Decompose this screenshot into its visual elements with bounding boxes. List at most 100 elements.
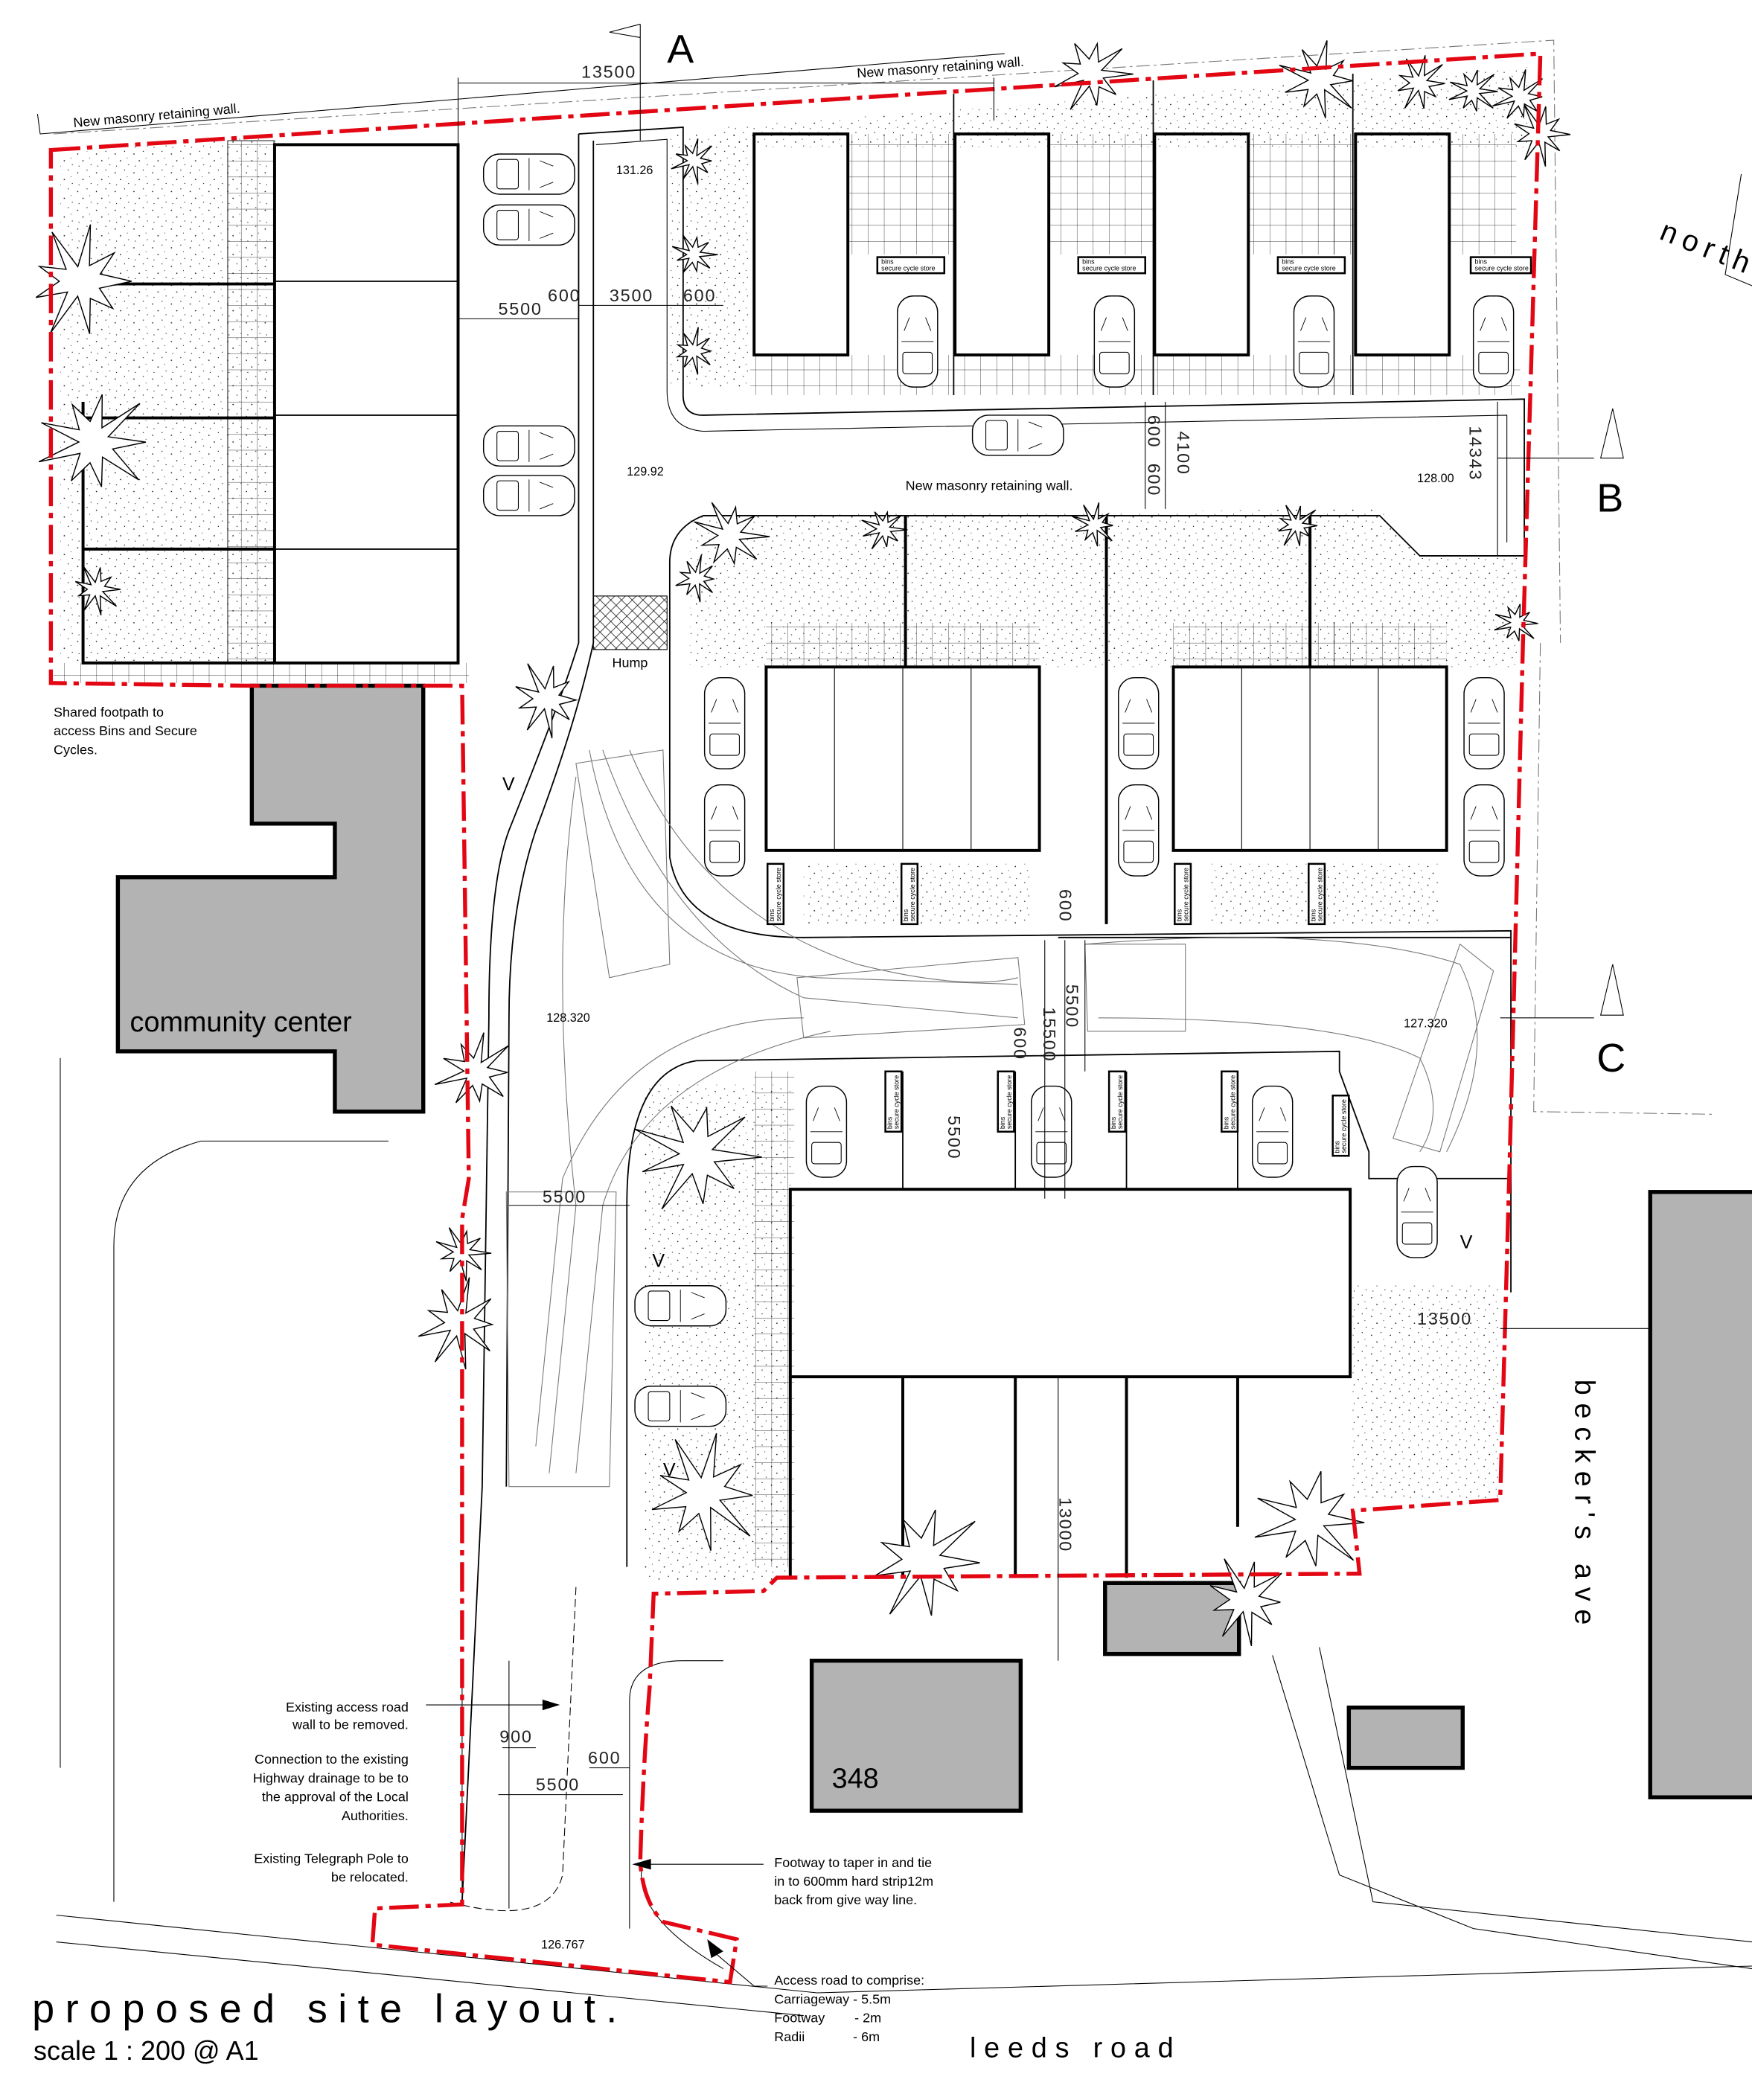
- svg-text:5500: 5500: [536, 1775, 580, 1794]
- car-icon: [971, 414, 1064, 456]
- svg-text:V: V: [652, 1251, 665, 1272]
- tree-icon: [515, 663, 578, 739]
- tree-icon: [675, 327, 713, 375]
- svg-text:Shared footpath to: Shared footpath to: [54, 705, 164, 720]
- svg-text:bins: bins: [1474, 258, 1487, 266]
- svg-text:Authorities.: Authorities.: [342, 1808, 409, 1823]
- context-lines: [36, 39, 1752, 2017]
- svg-text:secure cycle store: secure cycle store: [1340, 1099, 1348, 1153]
- parked-cars: [482, 153, 1515, 1427]
- access-wall-note: Existing access road wall to be removed.: [286, 1699, 560, 1732]
- svg-text:V: V: [502, 774, 515, 795]
- footpath-note: Shared footpath to access Bins and Secur…: [54, 705, 197, 757]
- svg-text:5500: 5500: [1063, 985, 1082, 1028]
- svg-text:Footway - 2m: Footway - 2m: [774, 2011, 881, 2026]
- car-icon: [634, 1386, 727, 1427]
- svg-text:bins: bins: [1110, 1116, 1117, 1129]
- tree-icon: [671, 234, 718, 273]
- svg-text:secure cycle store: secure cycle store: [909, 868, 916, 921]
- tree-icon: [74, 566, 121, 616]
- tree-icon: [434, 1032, 509, 1104]
- section-marker-a: A: [667, 28, 694, 72]
- car-icon: [1118, 676, 1160, 769]
- svg-text:126.767: 126.767: [541, 1939, 585, 1952]
- tree-icon: [694, 502, 770, 566]
- car-icon: [482, 425, 575, 467]
- svg-text:bins: bins: [1309, 909, 1317, 921]
- svg-text:128.320: 128.320: [546, 1011, 590, 1025]
- svg-text:secure cycle store: secure cycle store: [1006, 1075, 1013, 1129]
- svg-text:secure cycle store: secure cycle store: [1182, 868, 1189, 921]
- retaining-wall-note: New masonry retaining wall.: [73, 100, 241, 130]
- footway-note: Footway to taper in and tie in to 600mm …: [632, 1855, 933, 1907]
- trees: [35, 40, 1571, 1647]
- retaining-wall-note: New masonry retaining wall.: [906, 478, 1073, 493]
- svg-text:bins: bins: [886, 1116, 894, 1129]
- svg-text:600: 600: [548, 286, 581, 305]
- svg-text:in to 600mm hard strip12m: in to 600mm hard strip12m: [774, 1874, 933, 1889]
- tree-icon: [418, 1277, 494, 1370]
- existing-building: [1103, 1581, 1241, 1656]
- svg-text:5500: 5500: [944, 1115, 964, 1159]
- svg-text:secure cycle store: secure cycle store: [1282, 265, 1335, 272]
- leeds-road-label: leeds road: [970, 2032, 1181, 2064]
- tree-icon: [1254, 1470, 1365, 1566]
- tree-icon: [38, 394, 147, 487]
- community-center-label: community center: [130, 1007, 352, 1038]
- tree-icon: [1209, 1558, 1282, 1647]
- access-road-note: Access road to comprise: Carriageway - 5…: [707, 1939, 924, 2044]
- tree-icon: [1448, 69, 1498, 112]
- svg-text:13500: 13500: [1417, 1309, 1472, 1328]
- svg-text:4100: 4100: [1174, 432, 1193, 476]
- tree-icon: [634, 1105, 762, 1210]
- svg-text:secure cycle store: secure cycle store: [881, 265, 935, 272]
- building-348: [809, 1658, 1023, 1813]
- svg-text:14343: 14343: [1465, 426, 1485, 481]
- tree-icon: [35, 224, 132, 334]
- svg-text:Highway drainage to be to: Highway drainage to be to: [253, 1770, 409, 1785]
- svg-text:Access road to comprise:: Access road to comprise:: [774, 1973, 924, 1988]
- tree-icon: [1278, 505, 1318, 546]
- drawing-title: proposed site layout.: [32, 1987, 628, 2032]
- telegraph-note: Existing Telegraph Pole to be relocated.: [254, 1851, 409, 1884]
- svg-text:V: V: [663, 1459, 676, 1480]
- svg-text:bins: bins: [881, 258, 894, 266]
- section-marker-b: B: [1596, 476, 1623, 521]
- svg-text:bins: bins: [768, 909, 776, 921]
- svg-text:Existing Telegraph Pole to: Existing Telegraph Pole to: [254, 1851, 409, 1866]
- svg-text:bins: bins: [1222, 1116, 1230, 1129]
- existing-building: [1346, 1705, 1465, 1770]
- svg-text:secure cycle store: secure cycle store: [1116, 1075, 1124, 1129]
- svg-text:Radii - 6m: Radii - 6m: [774, 2029, 880, 2044]
- drawing-scale: scale 1 : 200 @ A1: [33, 2035, 259, 2066]
- svg-text:be relocated.: be relocated.: [331, 1870, 409, 1885]
- svg-text:129.92: 129.92: [627, 465, 664, 478]
- svg-text:Cycles.: Cycles.: [54, 742, 97, 757]
- svg-text:bins: bins: [1334, 1141, 1341, 1153]
- community-center-building: [115, 683, 426, 1114]
- svg-text:Existing access road: Existing access road: [286, 1700, 409, 1715]
- svg-text:bins: bins: [1175, 909, 1183, 921]
- car-icon: [1118, 784, 1160, 877]
- svg-text:bins: bins: [1082, 258, 1095, 266]
- svg-text:600: 600: [588, 1748, 621, 1767]
- svg-text:secure cycle store: secure cycle store: [1229, 1075, 1236, 1129]
- car-icon: [1396, 1165, 1438, 1258]
- roads: [448, 127, 1525, 1970]
- svg-text:secure cycle store: secure cycle store: [775, 868, 782, 921]
- drainage-note: Connection to the existing Highway drain…: [253, 1752, 409, 1823]
- svg-text:access Bins and Secure: access Bins and Secure: [54, 723, 197, 738]
- svg-text:13500: 13500: [581, 62, 636, 81]
- svg-text:600: 600: [1056, 889, 1075, 922]
- svg-text:bins: bins: [902, 909, 909, 921]
- svg-text:Footway to taper in and tie: Footway to taper in and tie: [774, 1855, 932, 1870]
- svg-text:V: V: [1460, 1232, 1473, 1252]
- svg-text:600: 600: [1144, 464, 1163, 496]
- tree-icon: [1492, 69, 1544, 119]
- svg-text:secure cycle store: secure cycle store: [893, 1075, 901, 1129]
